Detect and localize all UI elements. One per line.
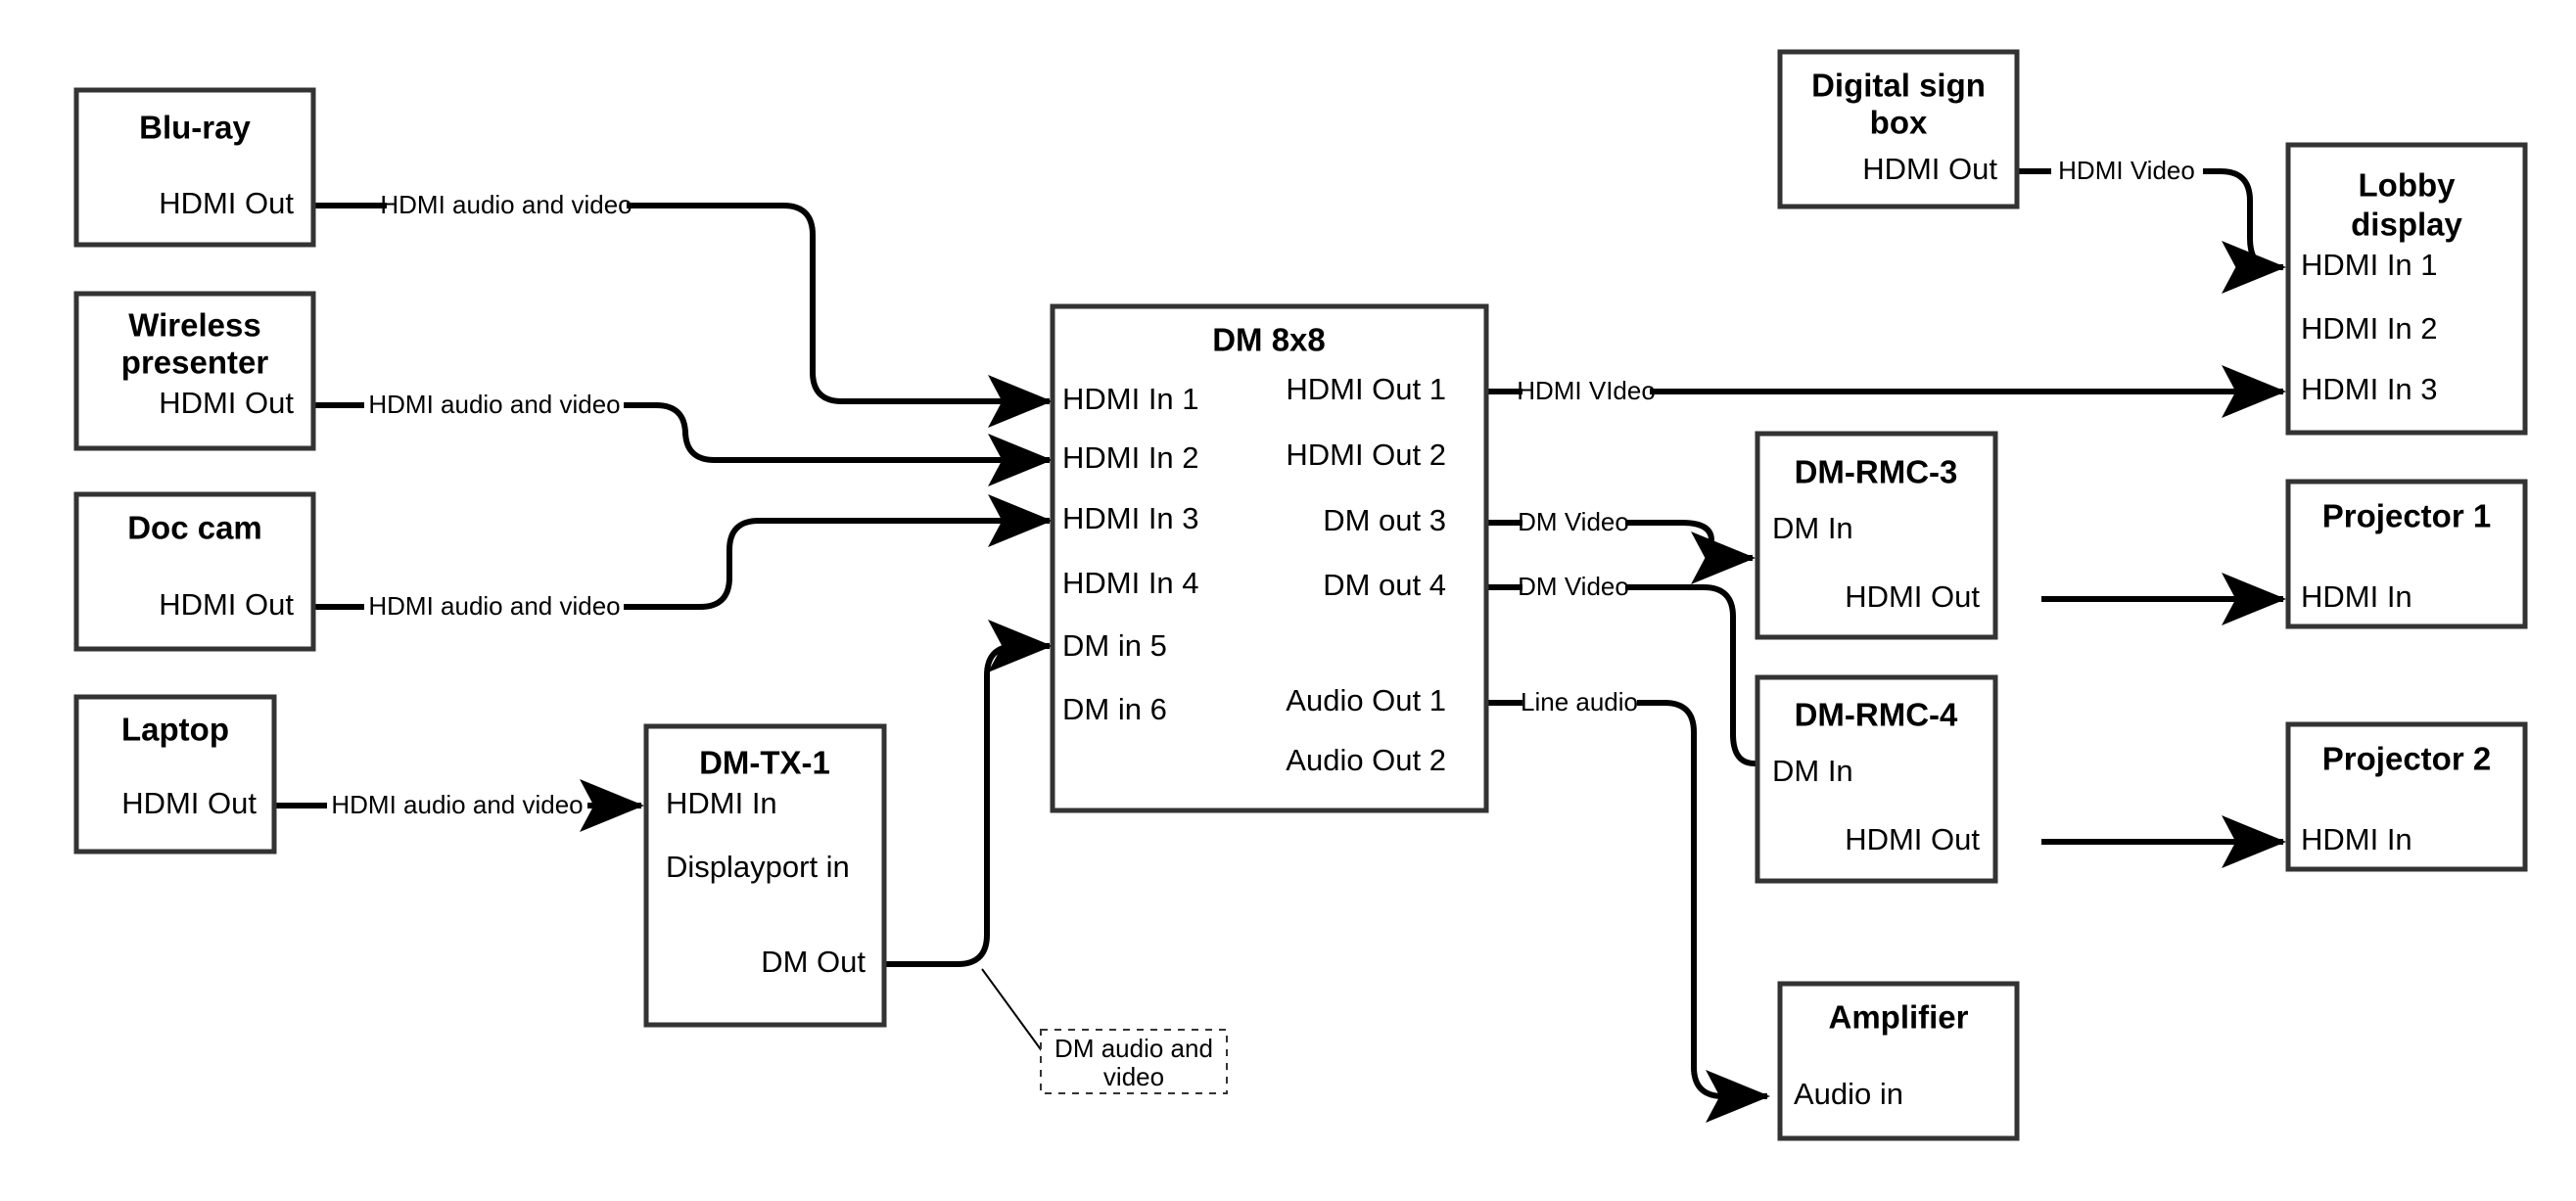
edge-doccam-to-dm bbox=[313, 521, 1050, 610]
node-digital-sign-box-title-line-1: Digital sign bbox=[1811, 68, 1986, 104]
node-projector-2-port-hdmi-in: HDMI In bbox=[2301, 822, 2412, 856]
node-dm-rmc-3-port-dm-in: DM In bbox=[1772, 511, 1853, 545]
edge-dm-dmout4-to-rmc4 bbox=[1486, 584, 1755, 763]
node-digital-sign-box[interactable]: Digital sign box HDMI Out bbox=[1777, 49, 2020, 209]
node-dm-8x8-port-hdmi-out-1: HDMI Out 1 bbox=[1286, 372, 1446, 406]
node-dm-8x8-port-hdmi-in-2: HDMI In 2 bbox=[1062, 440, 1199, 475]
edge-label-wireless-to-dm: HDMI audio and video bbox=[368, 390, 620, 419]
node-bluray-port-hdmi-out: HDMI Out bbox=[159, 186, 294, 220]
node-dm-8x8-port-dm-in-5: DM in 5 bbox=[1062, 628, 1167, 663]
node-lobby-display-port-hdmi-in-2: HDMI In 2 bbox=[2301, 311, 2438, 346]
edge-label-sign-to-lobby: HDMI Video bbox=[2058, 156, 2195, 185]
node-dm-rmc-4-title: DM-RMC-4 bbox=[1795, 697, 1958, 733]
node-laptop[interactable]: Laptop HDMI Out bbox=[73, 694, 277, 855]
node-lobby-display[interactable]: Lobby display HDMI In 1 HDMI In 2 HDMI I… bbox=[2285, 142, 2528, 436]
note-dm-audio-and-video: DM audio and video bbox=[1040, 1029, 1228, 1094]
node-dm-8x8-port-hdmi-in-3: HDMI In 3 bbox=[1062, 501, 1199, 535]
node-bluray-title: Blu-ray bbox=[139, 110, 251, 146]
note-dm-audio-and-video-line-2: video bbox=[1103, 1062, 1164, 1091]
edge-bluray-to-dm bbox=[313, 203, 1050, 401]
node-bluray[interactable]: Blu-ray HDMI Out bbox=[73, 87, 316, 248]
node-lobby-display-title-line-2: display bbox=[2351, 207, 2462, 243]
node-wireless-presenter[interactable]: Wireless presenter HDMI Out bbox=[73, 291, 316, 451]
node-dm-tx-1-port-displayport-in: Displayport in bbox=[666, 850, 850, 884]
node-dm-rmc-3-title: DM-RMC-3 bbox=[1795, 454, 1958, 490]
node-dm-rmc-3-port-hdmi-out: HDMI Out bbox=[1845, 579, 1980, 614]
node-dm-tx-1-port-dm-out: DM Out bbox=[761, 945, 866, 979]
node-projector-1[interactable]: Projector 1 HDMI In bbox=[2285, 479, 2528, 629]
node-dm-tx-1-port-hdmi-in: HDMI In bbox=[666, 786, 777, 820]
node-dm-8x8-title: DM 8x8 bbox=[1212, 322, 1326, 358]
edge-dm-audioout1-to-amp bbox=[1486, 700, 1767, 1096]
node-projector-2[interactable]: Projector 2 HDMI In bbox=[2285, 721, 2528, 872]
node-dm-rmc-4-port-hdmi-out: HDMI Out bbox=[1845, 822, 1980, 856]
node-wireless-presenter-port-hdmi-out: HDMI Out bbox=[159, 386, 294, 420]
node-dm-tx-1[interactable]: DM-TX-1 HDMI In Displayport in DM Out bbox=[643, 723, 887, 1028]
node-dm-rmc-3[interactable]: DM-RMC-3 DM In HDMI Out bbox=[1755, 431, 1998, 640]
edge-label-dm-dmout3-to-rmc3: DM Video bbox=[1518, 507, 1629, 536]
node-doc-cam[interactable]: Doc cam HDMI Out bbox=[73, 491, 316, 652]
edge-tx-to-dm bbox=[884, 620, 1053, 967]
edge-label-dm-audioout1-to-amp: Line audio bbox=[1521, 687, 1638, 716]
note-dm-audio-and-video-line-1: DM audio and bbox=[1054, 1034, 1213, 1063]
node-lobby-display-port-hdmi-in-1: HDMI In 1 bbox=[2301, 248, 2438, 282]
node-dm-8x8-port-dm-in-6: DM in 6 bbox=[1062, 692, 1167, 726]
note-leader-line bbox=[981, 968, 1044, 1053]
node-dm-8x8[interactable]: DM 8x8 HDMI In 1 HDMI In 2 HDMI In 3 HDM… bbox=[1050, 303, 1489, 813]
node-dm-rmc-4[interactable]: DM-RMC-4 DM In HDMI Out bbox=[1755, 674, 1998, 884]
edge-label-laptop-to-tx: HDMI audio and video bbox=[331, 790, 583, 819]
edge-label-doccam-to-dm: HDMI audio and video bbox=[368, 591, 620, 621]
node-amplifier[interactable]: Amplifier Audio in bbox=[1777, 981, 2020, 1141]
edge-label-dm-dmout4-to-rmc4: DM Video bbox=[1518, 572, 1629, 601]
node-projector-1-title: Projector 1 bbox=[2322, 498, 2491, 534]
node-dm-8x8-port-audio-out-1: Audio Out 1 bbox=[1286, 683, 1446, 717]
edge-dm-dmout3-to-rmc3 bbox=[1486, 523, 1753, 558]
node-doc-cam-title: Doc cam bbox=[127, 510, 262, 546]
node-digital-sign-box-port-hdmi-out: HDMI Out bbox=[1862, 152, 1997, 186]
node-dm-8x8-port-hdmi-in-4: HDMI In 4 bbox=[1062, 566, 1199, 600]
node-lobby-display-port-hdmi-in-3: HDMI In 3 bbox=[2301, 372, 2438, 406]
edge-sign-to-lobby bbox=[2017, 168, 2283, 267]
node-dm-8x8-port-hdmi-out-2: HDMI Out 2 bbox=[1286, 438, 1446, 472]
node-dm-8x8-port-hdmi-in-1: HDMI In 1 bbox=[1062, 382, 1199, 416]
node-projector-2-title: Projector 2 bbox=[2322, 741, 2491, 777]
node-projector-1-port-hdmi-in: HDMI In bbox=[2301, 579, 2412, 614]
node-wireless-presenter-title-line-2: presenter bbox=[121, 345, 269, 381]
node-doc-cam-port-hdmi-out: HDMI Out bbox=[159, 587, 294, 622]
edge-layer: HDMI audio and video HDMI audio and vide… bbox=[274, 156, 2283, 1096]
edge-label-dm-hdmiout1-to-lobby: HDMI VIdeo bbox=[1517, 376, 1656, 405]
node-wireless-presenter-title-line-1: Wireless bbox=[128, 307, 260, 344]
edge-label-bluray-to-dm: HDMI audio and video bbox=[380, 190, 632, 219]
node-dm-8x8-port-audio-out-2: Audio Out 2 bbox=[1286, 743, 1446, 777]
node-amplifier-title: Amplifier bbox=[1828, 999, 1968, 1036]
node-amplifier-port-audio-in: Audio in bbox=[1794, 1077, 1903, 1111]
node-digital-sign-box-title-line-2: box bbox=[1870, 105, 1928, 141]
node-laptop-title: Laptop bbox=[121, 712, 229, 748]
node-dm-8x8-port-dm-out-3: DM out 3 bbox=[1323, 503, 1446, 537]
node-lobby-display-title-line-1: Lobby bbox=[2359, 167, 2457, 204]
node-dm-rmc-4-port-dm-in: DM In bbox=[1772, 754, 1853, 788]
node-laptop-port-hdmi-out: HDMI Out bbox=[121, 786, 257, 820]
node-dm-8x8-port-dm-out-4: DM out 4 bbox=[1323, 568, 1446, 602]
node-dm-tx-1-title: DM-TX-1 bbox=[699, 745, 830, 781]
edge-wireless-to-dm bbox=[313, 405, 1050, 460]
